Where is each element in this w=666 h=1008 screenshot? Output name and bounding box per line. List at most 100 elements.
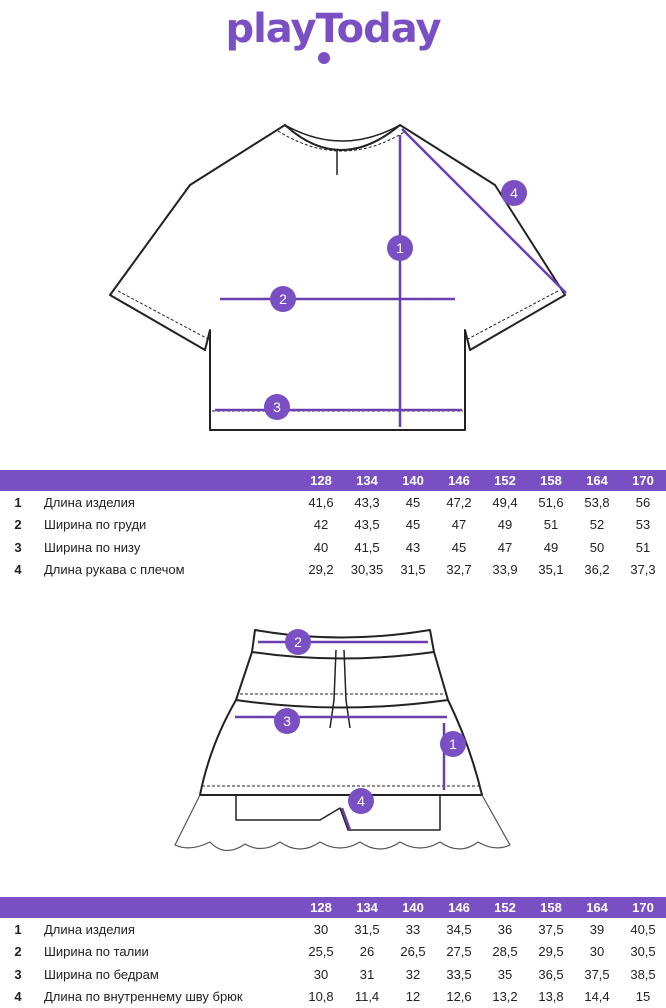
measurement-value: 53 [620,514,666,537]
brand-logo: playToday [0,6,666,52]
measurement-value: 36,5 [528,963,574,986]
measurement-value: 39 [574,918,620,941]
size-header: 158 [528,470,574,491]
bottom-size-header-row: 128 134 140 146 152 158 164 170 [0,897,666,918]
measurement-value: 26,5 [390,941,436,964]
measurement-value: 37,5 [528,918,574,941]
measurement-value: 27,5 [436,941,482,964]
row-number: 1 [0,491,36,514]
measurement-value: 33 [390,918,436,941]
measurement-value: 40 [298,536,344,559]
row-number: 4 [0,559,36,582]
size-header: 140 [390,470,436,491]
marker-2: 2 [279,291,287,307]
size-header: 152 [482,470,528,491]
marker-4: 4 [510,185,518,201]
marker-3: 3 [283,713,291,729]
measurement-value: 49,4 [482,491,528,514]
measurement-label: Длина изделия [36,918,298,941]
measurement-value: 31 [344,963,390,986]
measurement-value: 12,6 [436,986,482,1008]
marker-1: 1 [449,736,457,752]
measurement-value: 37,3 [620,559,666,582]
measurement-value: 28,5 [482,941,528,964]
measurement-value: 49 [482,514,528,537]
measurement-value: 30,5 [620,941,666,964]
measurement-value: 33,5 [436,963,482,986]
size-header: 134 [344,897,390,918]
marker-1: 1 [396,240,404,256]
header-spacer [0,470,298,491]
measurement-value: 43,5 [344,514,390,537]
measurement-value: 30 [574,941,620,964]
measurement-value: 56 [620,491,666,514]
measurement-value: 30,35 [344,559,390,582]
measurement-value: 13,2 [482,986,528,1008]
measurement-value: 29,5 [528,941,574,964]
measurement-value: 40,5 [620,918,666,941]
measurement-value: 41,5 [344,536,390,559]
size-header: 128 [298,897,344,918]
measurement-label: Длина по внутреннему шву брюк [36,986,298,1008]
size-header: 140 [390,897,436,918]
size-header: 146 [436,897,482,918]
row-number: 4 [0,986,36,1008]
measurement-value: 51 [620,536,666,559]
size-header: 158 [528,897,574,918]
size-header: 164 [574,897,620,918]
measurement-value: 53,8 [574,491,620,514]
marker-3: 3 [273,399,281,415]
measurement-value: 47,2 [436,491,482,514]
size-header: 170 [620,470,666,491]
measurement-label: Длина изделия [36,491,298,514]
size-header: 152 [482,897,528,918]
measurement-value: 35,1 [528,559,574,582]
measurement-value: 37,5 [574,963,620,986]
measurement-label: Ширина по бедрам [36,963,298,986]
measurement-value: 50 [574,536,620,559]
tshirt-drawing: 1 2 3 4 [0,115,666,445]
measurement-value: 47 [436,514,482,537]
measurement-value: 43 [390,536,436,559]
measurement-value: 32 [390,963,436,986]
logo-dot [318,52,330,64]
measurement-value: 12 [390,986,436,1008]
marker-4: 4 [357,793,365,809]
measurement-label: Ширина по груди [36,514,298,537]
measurement-value: 34,5 [436,918,482,941]
size-header: 134 [344,470,390,491]
row-number: 2 [0,941,36,964]
measurement-value: 41,6 [298,491,344,514]
measurement-value: 45 [390,491,436,514]
row-number: 2 [0,514,36,537]
measurement-value: 52 [574,514,620,537]
measurement-value: 15 [620,986,666,1008]
measurement-value: 25,5 [298,941,344,964]
measurement-value: 11,4 [344,986,390,1008]
measurement-value: 51 [528,514,574,537]
size-header: 170 [620,897,666,918]
measurement-value: 49 [528,536,574,559]
measurement-value: 31,5 [344,918,390,941]
size-header: 128 [298,470,344,491]
measurement-value: 32,7 [436,559,482,582]
measurement-value: 51,6 [528,491,574,514]
skirt-drawing: 1 2 3 4 [0,620,666,870]
measurement-value: 36 [482,918,528,941]
measurement-value: 29,2 [298,559,344,582]
size-header: 164 [574,470,620,491]
row-number: 3 [0,536,36,559]
measurement-value: 43,3 [344,491,390,514]
measurement-value: 45 [436,536,482,559]
measurement-value: 10,8 [298,986,344,1008]
measurement-value: 31,5 [390,559,436,582]
